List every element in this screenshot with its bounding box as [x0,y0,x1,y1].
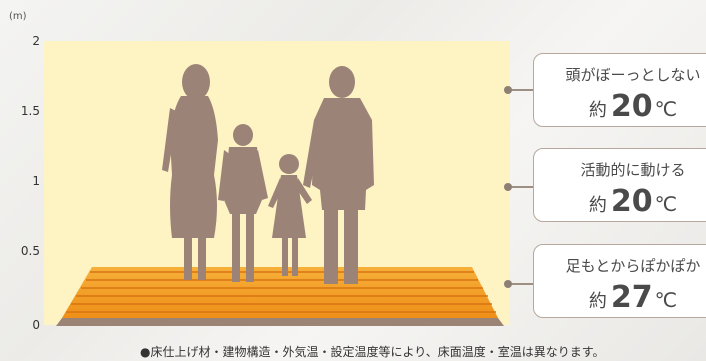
callout-connector-3 [510,283,534,285]
callout-dot-3 [504,280,512,288]
temp-prefix: 約 [588,195,607,216]
callout-connector-2 [510,186,534,188]
tick-label-1: 1 [32,174,40,188]
floor-edge [56,318,504,326]
temp-prefix: 約 [588,100,607,121]
callout-text-body: 活動的に動ける [580,161,686,179]
temp-unit: ℃ [654,192,678,216]
callout-text-feet: 足もとからぽかぽか [565,257,701,275]
temp-prefix: 約 [588,291,607,312]
tick-label-0: 0 [32,318,40,332]
callout-text-head: 頭がぼーっとしない [565,66,701,84]
temp-unit: ℃ [654,97,678,121]
tick-label-0-5: 0.5 [20,244,40,258]
temp-value: 20 [610,89,653,124]
callout-dot-2 [504,183,512,191]
temp-value: 20 [610,184,653,219]
height-unit-label: (m) [9,11,27,22]
callout-connector-1 [510,89,534,91]
temp-value: 27 [610,280,653,315]
tick-label-2: 2 [32,34,40,48]
callout-dot-1 [504,86,512,94]
tick-label-1-5: 1.5 [20,104,40,118]
temp-unit: ℃ [654,288,678,312]
footnote: ●床仕上げ材・建物構造・外気温・設定温度等により、床面温度・室温は異なります。 [140,345,605,359]
